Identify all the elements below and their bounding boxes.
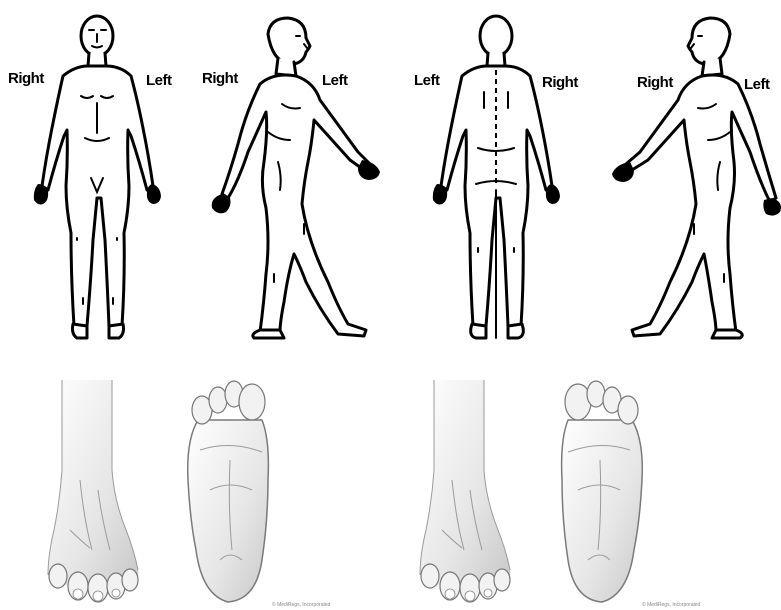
body-side-right-figure	[208, 12, 393, 342]
foot-plantar-view-1	[180, 380, 280, 610]
head	[688, 18, 730, 64]
figure-1-right-label: Left	[146, 72, 172, 89]
figure-3-left-label: Left	[414, 72, 440, 89]
body-side-left-figure	[604, 12, 781, 342]
body-front-figure	[25, 8, 175, 343]
foot-dorsal-view-1	[40, 380, 150, 610]
figure-3-right-label: Right	[542, 74, 578, 91]
figure-1-left-label: Right	[8, 70, 44, 87]
torso-outline	[222, 75, 370, 336]
credit-left: © MediRegs, Incorporated	[272, 602, 330, 608]
head	[268, 18, 310, 64]
foot-dorsal-view-2	[412, 380, 522, 610]
figure-2-right-label: Left	[322, 72, 348, 89]
head	[480, 16, 512, 56]
credit-right: © MediRegs, Incorporated	[642, 602, 700, 608]
foot-plantar-view-2	[550, 380, 650, 610]
figure-4-left-label: Right	[637, 74, 673, 91]
torso-outline	[626, 75, 776, 336]
figure-2-left-label: Right	[202, 70, 238, 87]
figure-4-right-label: Left	[744, 76, 770, 93]
body-back-figure	[418, 8, 568, 343]
